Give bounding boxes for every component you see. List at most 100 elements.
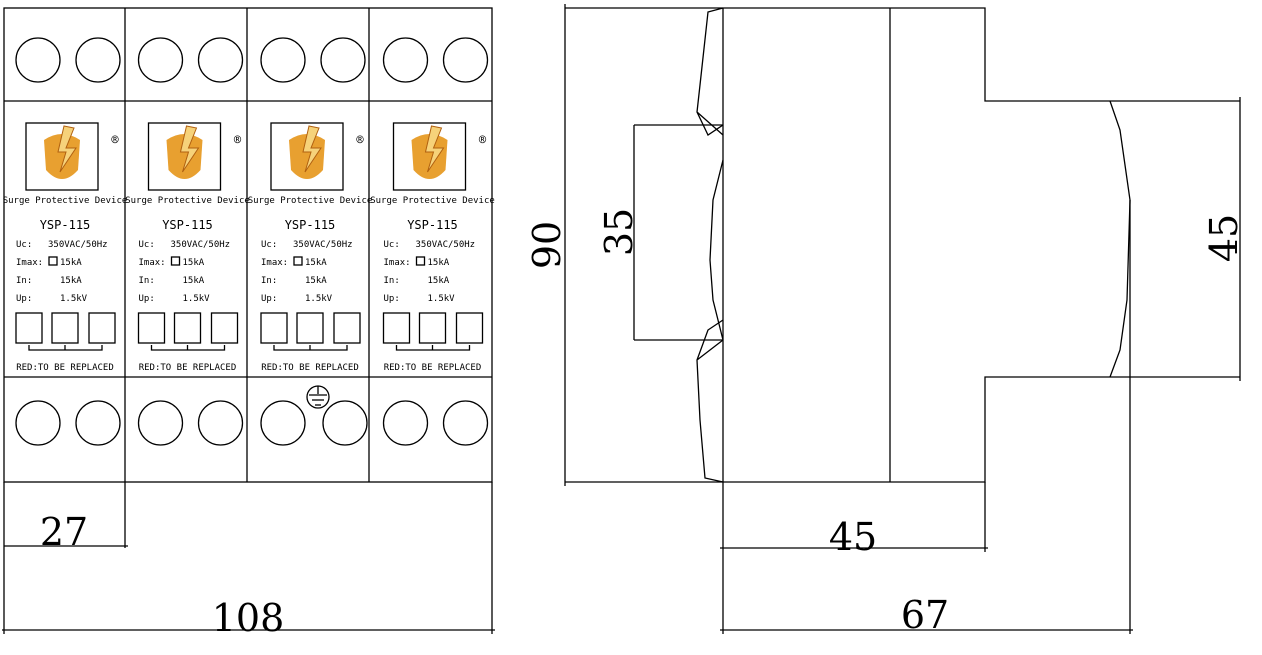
logo-box xyxy=(147,122,222,191)
device-name: Surge Protective Device xyxy=(3,196,128,206)
status-window xyxy=(210,312,239,344)
status-window xyxy=(418,312,447,344)
param-value: 350VAC/50Hz xyxy=(171,240,231,250)
terminal-screw xyxy=(197,37,244,83)
status-window xyxy=(455,312,484,344)
terminal-screw xyxy=(382,400,429,446)
model-number: YSP-115 xyxy=(40,218,91,232)
ground-icon xyxy=(306,385,330,409)
device-name: Surge Protective Device xyxy=(125,196,250,206)
status-window xyxy=(382,312,411,344)
dim-67: 67 xyxy=(901,593,949,637)
param-label: Up: xyxy=(16,294,32,304)
status-window xyxy=(260,312,288,344)
replace-note: RED:TO BE REPLACED xyxy=(384,363,482,373)
terminal-screw xyxy=(442,400,489,446)
terminal-screw xyxy=(382,37,429,83)
dim-108: 108 xyxy=(212,596,285,640)
logo-box xyxy=(392,122,467,191)
param-label: Up: xyxy=(384,294,400,304)
lightning-icon xyxy=(179,125,200,173)
terminal-screw xyxy=(15,37,61,83)
status-window xyxy=(15,312,43,344)
model-number: YSP-115 xyxy=(285,218,336,232)
param-label: Uc: xyxy=(139,240,155,250)
param-label: In: xyxy=(384,276,400,286)
logo-shield-icon xyxy=(411,134,448,179)
model-number: YSP-115 xyxy=(407,218,458,232)
param-value: 15kA xyxy=(60,258,82,268)
terminal-screw xyxy=(320,37,366,83)
status-window xyxy=(296,312,324,344)
param-value: 15kA xyxy=(305,276,327,286)
terminal-screw xyxy=(442,37,489,83)
terminal-screw xyxy=(137,400,184,446)
logo-box xyxy=(270,122,344,191)
param-value: 15kA xyxy=(305,258,327,268)
param-label: In: xyxy=(139,276,155,286)
dim-35: 35 xyxy=(597,208,641,256)
module-1: ®Surge Protective DeviceYSP-115Uc:350VAC… xyxy=(3,37,128,446)
logo-shield-icon xyxy=(289,134,325,179)
device-name: Surge Protective Device xyxy=(370,196,495,206)
param-value: 15kA xyxy=(428,258,450,268)
status-window xyxy=(88,312,116,344)
param-value: 15kA xyxy=(183,276,205,286)
param-label: Up: xyxy=(261,294,277,304)
param-value: 1.5kV xyxy=(428,294,456,304)
status-window xyxy=(137,312,166,344)
param-value: 350VAC/50Hz xyxy=(416,240,476,250)
status-window xyxy=(51,312,79,344)
registered-mark: ® xyxy=(111,133,119,147)
dim-27: 27 xyxy=(40,510,88,554)
param-label: Imax: xyxy=(16,258,43,268)
terminal-screw xyxy=(260,37,306,83)
registered-mark: ® xyxy=(479,133,487,147)
replace-note: RED:TO BE REPLACED xyxy=(139,363,237,373)
param-value: 15kA xyxy=(60,276,82,286)
terminal-screw xyxy=(75,400,121,446)
param-label: Up: xyxy=(139,294,155,304)
dim-45-height: 45 xyxy=(1202,214,1246,262)
lightning-icon xyxy=(57,125,77,173)
terminal-screw xyxy=(260,400,306,446)
logo-box xyxy=(25,122,99,191)
replace-note: RED:TO BE REPLACED xyxy=(261,363,359,373)
param-value: 350VAC/50Hz xyxy=(293,240,353,250)
terminal-screw xyxy=(197,400,244,446)
status-window xyxy=(333,312,361,344)
param-label: In: xyxy=(261,276,277,286)
param-value: 1.5kV xyxy=(60,294,88,304)
registered-mark: ® xyxy=(356,133,364,147)
param-value: 1.5kV xyxy=(183,294,211,304)
dim-90: 90 xyxy=(525,221,569,269)
device-name: Surge Protective Device xyxy=(248,196,373,206)
status-window xyxy=(173,312,202,344)
lightning-icon xyxy=(302,125,322,173)
param-value: 15kA xyxy=(428,276,450,286)
param-value: 15kA xyxy=(183,258,205,268)
side-view: 90 35 45 45 67 xyxy=(525,4,1246,637)
param-label: Uc: xyxy=(16,240,32,250)
terminal-screw xyxy=(322,400,368,446)
param-label: Uc: xyxy=(384,240,400,250)
param-label: Imax: xyxy=(139,258,166,268)
dimension-total-width: 108 xyxy=(2,482,495,640)
param-label: In: xyxy=(16,276,32,286)
logo-shield-icon xyxy=(166,134,203,179)
model-number: YSP-115 xyxy=(162,218,213,232)
terminal-screw xyxy=(15,400,61,446)
param-value: 1.5kV xyxy=(305,294,333,304)
param-label: Uc: xyxy=(261,240,277,250)
replace-note: RED:TO BE REPLACED xyxy=(16,363,114,373)
dimension-module-width: 27 xyxy=(4,482,128,554)
terminal-screw xyxy=(75,37,121,83)
dim-45-depth: 45 xyxy=(829,515,877,559)
registered-mark: ® xyxy=(234,133,242,147)
terminal-screw xyxy=(137,37,184,83)
